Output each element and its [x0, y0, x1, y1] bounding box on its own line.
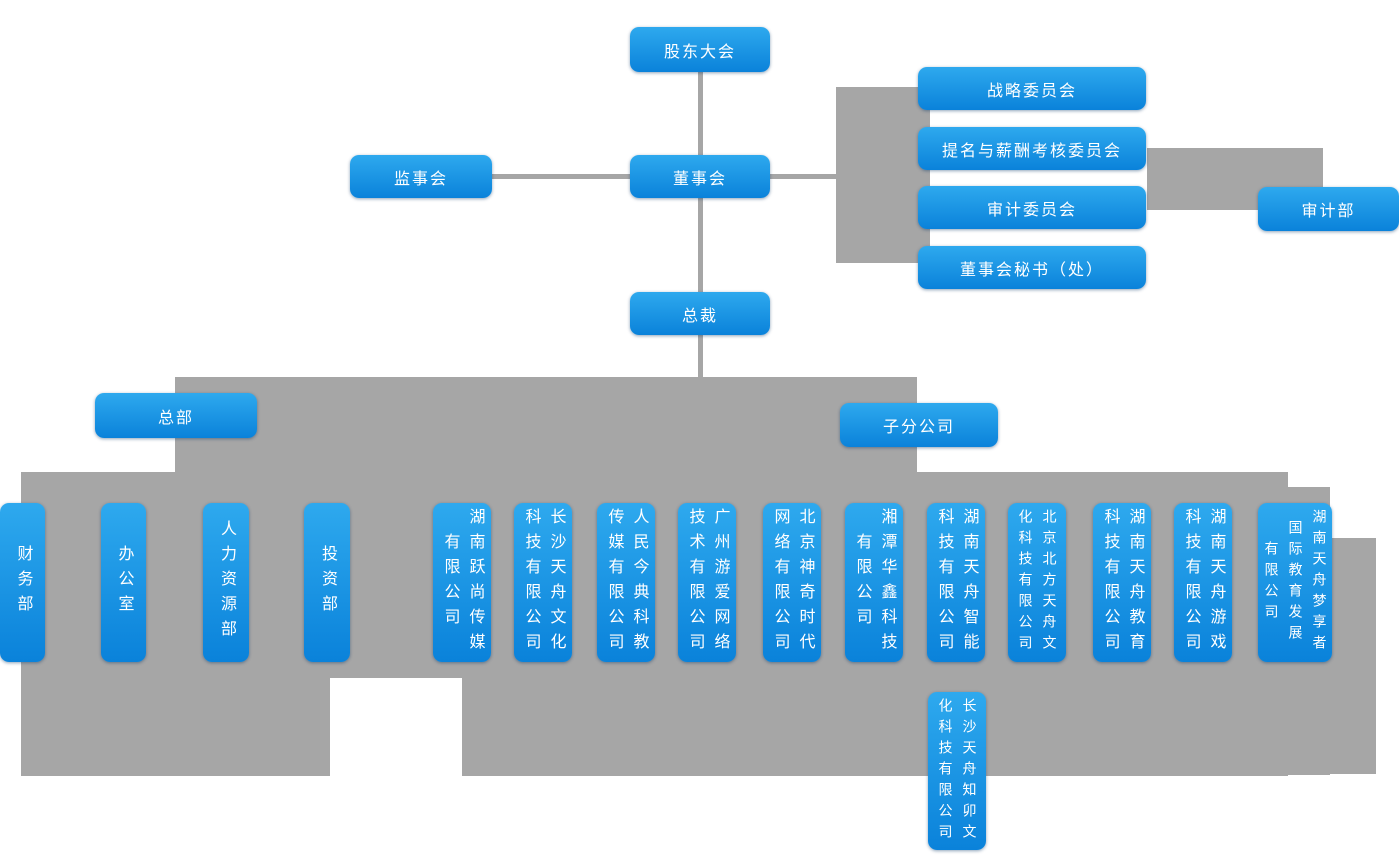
vertical-text-column: 人民今典科教 [630, 507, 648, 658]
sub-hunan-tianzhou-mengxiangzhe[interactable]: 湖南天舟梦享者国际教育发展有限公司 [1258, 503, 1332, 662]
vertical-text-column: 北京神奇时代 [796, 507, 814, 658]
connector-block-lower-step2 [1330, 538, 1376, 774]
vertical-text-column: 湖南天舟教育 [1126, 507, 1144, 658]
vertical-text-column: 有限公司 [441, 532, 459, 633]
vertical-text-column: 有限公司 [1263, 540, 1280, 625]
sub-hunan-tianzhou-games[interactable]: 湖南天舟游戏科技有限公司 [1174, 503, 1232, 662]
node-board-of-directors[interactable]: 董事会 [630, 155, 770, 198]
vertical-text-column: 化科技有限公司 [1017, 509, 1034, 656]
vertical-text-column: 办公室 [115, 545, 133, 620]
vertical-text-column: 传媒有限公司 [605, 507, 623, 658]
dept-human-resources[interactable]: 人力资源部 [203, 503, 249, 662]
node-headquarters[interactable]: 总部 [95, 393, 257, 438]
vertical-text-column: 技术有限公司 [686, 507, 704, 658]
vertical-text-column: 科技有限公司 [935, 507, 953, 658]
vertical-text-column: 广州游爱网络 [711, 507, 729, 658]
sub-hunan-tianzhou-smart-tech[interactable]: 湖南天舟智能科技有限公司 [927, 503, 985, 662]
sub-changsha-tianzhou-zhimao[interactable]: 长沙天舟知卯文化科技有限公司 [928, 692, 986, 850]
dept-finance[interactable]: 财务部 [0, 503, 45, 662]
node-board-secretary-office[interactable]: 董事会秘书（处） [918, 246, 1146, 289]
sub-xiangtan-huaxin-tech[interactable]: 湘潭华鑫科技有限公司 [845, 503, 903, 662]
connector-block-upper [175, 377, 917, 472]
sub-beijing-beifang-tianzhou[interactable]: 北京北方天舟文化科技有限公司 [1008, 503, 1066, 662]
node-shareholders-meeting[interactable]: 股东大会 [630, 27, 770, 72]
node-audit-department[interactable]: 审计部 [1258, 187, 1399, 231]
sub-guangzhou-youai-network[interactable]: 广州游爱网络技术有限公司 [678, 503, 736, 662]
vertical-text-column: 网络有限公司 [771, 507, 789, 658]
node-audit-committee[interactable]: 审计委员会 [918, 186, 1146, 229]
vertical-text-column: 北京北方天舟文 [1041, 509, 1058, 656]
vertical-text-column: 湖南跃尚传媒 [466, 507, 484, 658]
vertical-text-column: 湘潭华鑫科技 [878, 507, 896, 658]
dept-office[interactable]: 办公室 [101, 503, 146, 662]
vertical-text-column: 有限公司 [853, 532, 871, 633]
vertical-text-column: 湖南天舟梦享者 [1311, 509, 1328, 656]
node-strategy-committee[interactable]: 战略委员会 [918, 67, 1146, 110]
line-supervisory-to-board [492, 174, 630, 179]
node-president[interactable]: 总裁 [630, 292, 770, 335]
line-board-to-committee-trunk [770, 174, 836, 179]
vertical-text-column: 财务部 [14, 545, 32, 620]
vertical-text-column: 人力资源部 [218, 520, 235, 645]
vertical-text-column: 投资部 [319, 545, 336, 620]
vertical-text-column: 长沙天舟知卯文 [961, 697, 978, 845]
line-shareholders-to-board [698, 72, 703, 155]
connector-gap-notch [330, 678, 462, 776]
line-president-to-block [698, 335, 703, 377]
vertical-text-column: 国际教育发展 [1287, 519, 1304, 646]
sub-renmin-jindian-media[interactable]: 人民今典科教传媒有限公司 [597, 503, 655, 662]
node-subsidiaries-group[interactable]: 子分公司 [840, 403, 998, 447]
dept-investment[interactable]: 投资部 [304, 503, 350, 662]
node-nomination-remuneration-committee[interactable]: 提名与薪酬考核委员会 [918, 127, 1146, 170]
line-board-to-president [698, 198, 703, 292]
vertical-text-column: 长沙天舟文化 [547, 507, 565, 658]
vertical-text-column: 科技有限公司 [522, 507, 540, 658]
sub-hunan-yueshang-media[interactable]: 湖南跃尚传媒有限公司 [433, 503, 491, 662]
vertical-text-column: 化科技有限公司 [937, 697, 954, 845]
vertical-text-column: 科技有限公司 [1101, 507, 1119, 658]
sub-changsha-tianzhou-culture[interactable]: 长沙天舟文化科技有限公司 [514, 503, 572, 662]
sub-beijing-shenqi-shidai[interactable]: 北京神奇时代网络有限公司 [763, 503, 821, 662]
connector-committee-trunk [836, 87, 930, 263]
node-supervisory-board[interactable]: 监事会 [350, 155, 492, 198]
vertical-text-column: 科技有限公司 [1182, 507, 1200, 658]
sub-hunan-tianzhou-education[interactable]: 湖南天舟教育科技有限公司 [1093, 503, 1151, 662]
vertical-text-column: 湖南天舟游戏 [1207, 507, 1225, 658]
vertical-text-column: 湖南天舟智能 [960, 507, 978, 658]
